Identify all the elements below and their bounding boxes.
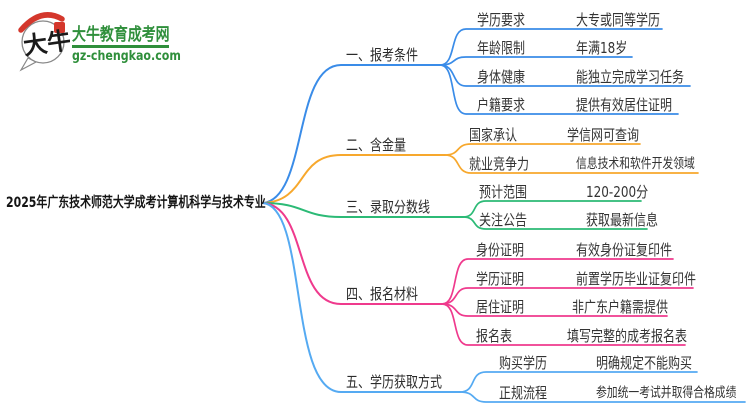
leaf-value: 能独立完成学习任务 [576, 68, 685, 86]
branch-3-leaf-line [462, 200, 642, 218]
branch-4-leaf-line [441, 258, 674, 305]
brand-divider [72, 45, 169, 48]
leaf-key: 年龄限制 [477, 39, 526, 57]
leaf-value: 获取最新信息 [586, 211, 659, 229]
leaf-key: 国家承认 [469, 126, 518, 144]
site-logo: 大牛 大牛教育成考网 gz-chengkao.com [14, 10, 214, 76]
leaf-key: 学历证明 [476, 270, 525, 288]
central-topic: 2025年广东技术师范大学成考计算机科学与技术专业 [6, 195, 266, 211]
branch-label-1: 一、报考条件 [346, 46, 419, 64]
brand-domain-url: gz-chengkao.com [72, 49, 181, 64]
leaf-value: 参加统一考试并取得合格成绩 [596, 385, 737, 401]
branch-1-leaf-line [439, 56, 633, 66]
leaf-key: 学历要求 [477, 11, 526, 29]
leaf-key: 户籍要求 [477, 96, 526, 114]
branch-4-leaf-line [441, 303, 686, 346]
logo-red-arc [18, 12, 65, 33]
branch-2-leaf-line [444, 154, 699, 174]
leaf-key: 购买学历 [499, 354, 548, 372]
leaf-value: 年满18岁 [576, 39, 628, 57]
brand-title: 大牛教育成考网 [72, 25, 170, 45]
leaf-key: 身体健康 [477, 68, 526, 86]
leaf-value: 明确规定不能购买 [596, 354, 693, 372]
leaf-value: 信息技术和软件开发领域 [576, 156, 695, 172]
branch-label-4: 四、报名材料 [346, 285, 419, 303]
branch-3-leaf-line [462, 216, 648, 230]
leaf-key: 就业竞争力 [469, 155, 530, 173]
leaf-value: 大专或同等学历 [576, 11, 661, 29]
branch-label-5: 五、学历获取方式 [346, 373, 443, 391]
logo-seal [54, 22, 65, 33]
leaf-key: 报名表 [476, 327, 513, 345]
branch-3-trunk [262, 202, 464, 218]
branch-2-leaf-line [444, 143, 641, 156]
branch-label-2: 二、含金量 [346, 136, 407, 154]
leaf-key: 身份证明 [476, 241, 525, 259]
branch-4-trunk [262, 202, 443, 305]
branch-4-leaf-line [441, 287, 694, 305]
leaf-value: 填写完整的成考报名表 [567, 327, 688, 345]
logo-calligraphy: 大牛 [22, 26, 70, 60]
leaf-key: 正规流程 [499, 384, 548, 402]
leaf-value: 学信网可查询 [567, 126, 640, 144]
branch-label-3: 三、录取分数线 [346, 198, 431, 216]
leaf-key: 居住证明 [476, 298, 525, 316]
branch-5-trunk [262, 202, 461, 393]
leaf-key: 预计范围 [479, 183, 528, 201]
leaf-key: 关注公告 [479, 211, 528, 229]
leaf-value: 有效身份证复印件 [576, 241, 673, 259]
branch-5-leaf-line [459, 391, 746, 403]
leaf-value: 非广东户籍需提供 [572, 298, 669, 316]
branch-5-leaf-line [459, 371, 698, 393]
leaf-value: 提供有效居住证明 [576, 96, 673, 114]
leaf-value: 120-200分 [586, 183, 649, 201]
branch-1-leaf-line [439, 28, 663, 66]
branch-1-trunk [262, 64, 441, 204]
branch-2-trunk [262, 154, 446, 204]
leaf-value: 前置学历毕业证复印件 [576, 270, 697, 288]
branch-1-leaf-line [439, 64, 679, 115]
logo-bubble-icon: 大牛 [18, 12, 70, 72]
